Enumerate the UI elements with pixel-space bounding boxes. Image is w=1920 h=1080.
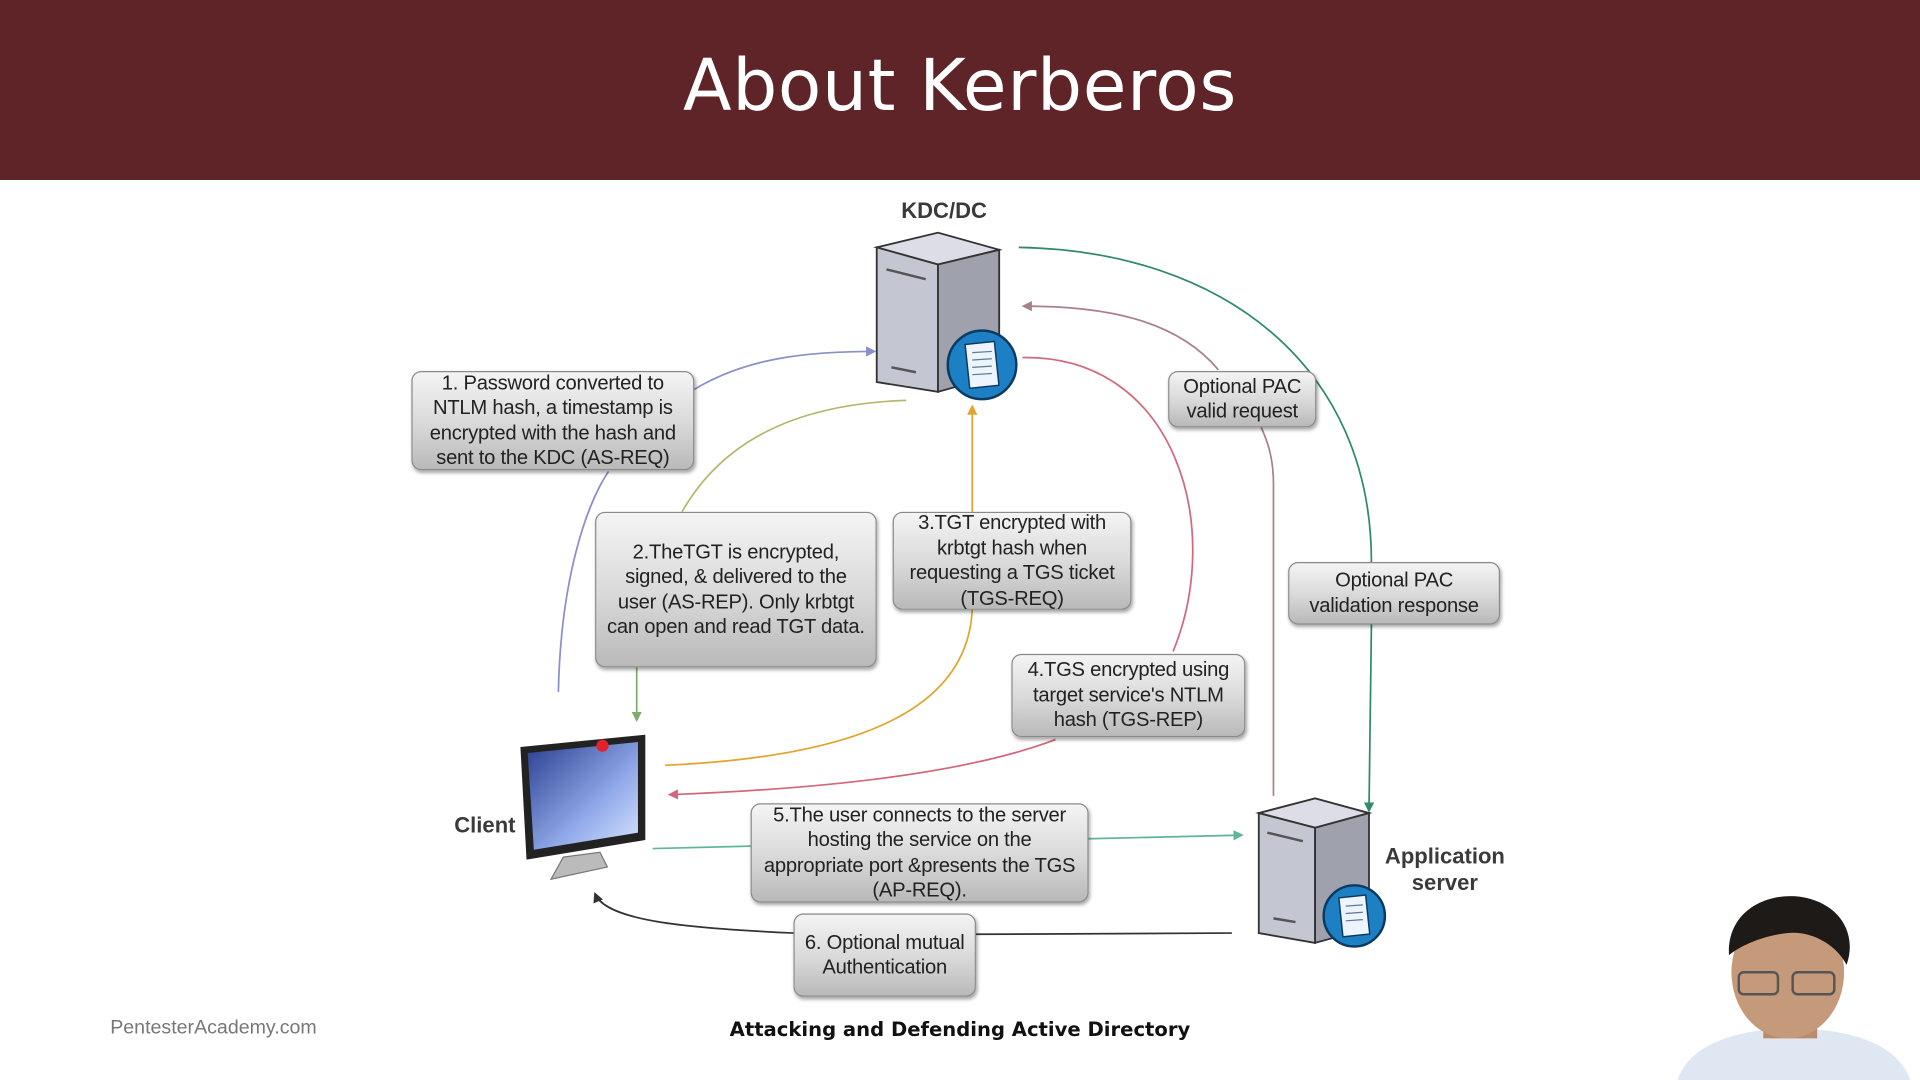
as-rep-arrow xyxy=(681,399,907,513)
application-server-label-line2: server xyxy=(1411,870,1478,896)
as-req-arrow xyxy=(557,470,610,692)
step6-mutual-auth-box: 6. Optional mutual Authentication xyxy=(793,913,976,997)
pac-response-arrow-head xyxy=(1363,624,1375,813)
pac-request-arrow-head xyxy=(1021,300,1220,371)
application-server-label: Application server xyxy=(1359,842,1530,896)
ap-req-arrow xyxy=(652,845,751,850)
kdc-server-icon xyxy=(873,231,1018,401)
step3-tgs-req-box: 3.TGT encrypted with krbtgt hash when re… xyxy=(892,511,1132,610)
step1-as-req-box: 1. Password converted to NTLM hash, a ti… xyxy=(411,371,695,471)
pac-response-box: Optional PAC validation response xyxy=(1288,562,1501,625)
tgs-rep-arrow-head xyxy=(667,738,1056,800)
pac-request-arrow xyxy=(1260,426,1275,796)
pac-response-arrow xyxy=(1018,246,1373,563)
step5-ap-req-box: 5.The user connects to the server hostin… xyxy=(750,803,1089,903)
step2-as-rep-box: 2.TheTGT is encrypted, signed, & deliver… xyxy=(595,511,877,668)
footer-brand: PentesterAcademy.com xyxy=(110,1017,317,1039)
mutual-auth-arrow xyxy=(975,932,1232,936)
as-req-arrow-head xyxy=(693,346,877,391)
kdc-label: KDC/DC xyxy=(901,198,987,223)
slide-title: About Kerberos xyxy=(683,44,1237,128)
mutual-auth-arrow-head xyxy=(593,891,794,934)
slide-header: About Kerberos xyxy=(0,0,1920,181)
footer-course-title: Attacking and Defending Active Directory xyxy=(729,1017,1191,1041)
ap-req-arrow-head xyxy=(1088,830,1244,841)
tgs-rep-arrow xyxy=(1022,356,1194,652)
client-label: Client xyxy=(454,813,516,838)
step4-tgs-rep-box: 4.TGS encrypted using target service's N… xyxy=(1011,653,1246,738)
application-server-icon xyxy=(1255,797,1387,948)
presenter-webcam xyxy=(1665,884,1920,1080)
application-server-label-line1: Application xyxy=(1384,843,1505,869)
client-monitor-icon xyxy=(520,734,646,881)
pac-request-box: Optional PAC valid request xyxy=(1168,371,1317,428)
tgs-req-arrow xyxy=(664,609,974,767)
